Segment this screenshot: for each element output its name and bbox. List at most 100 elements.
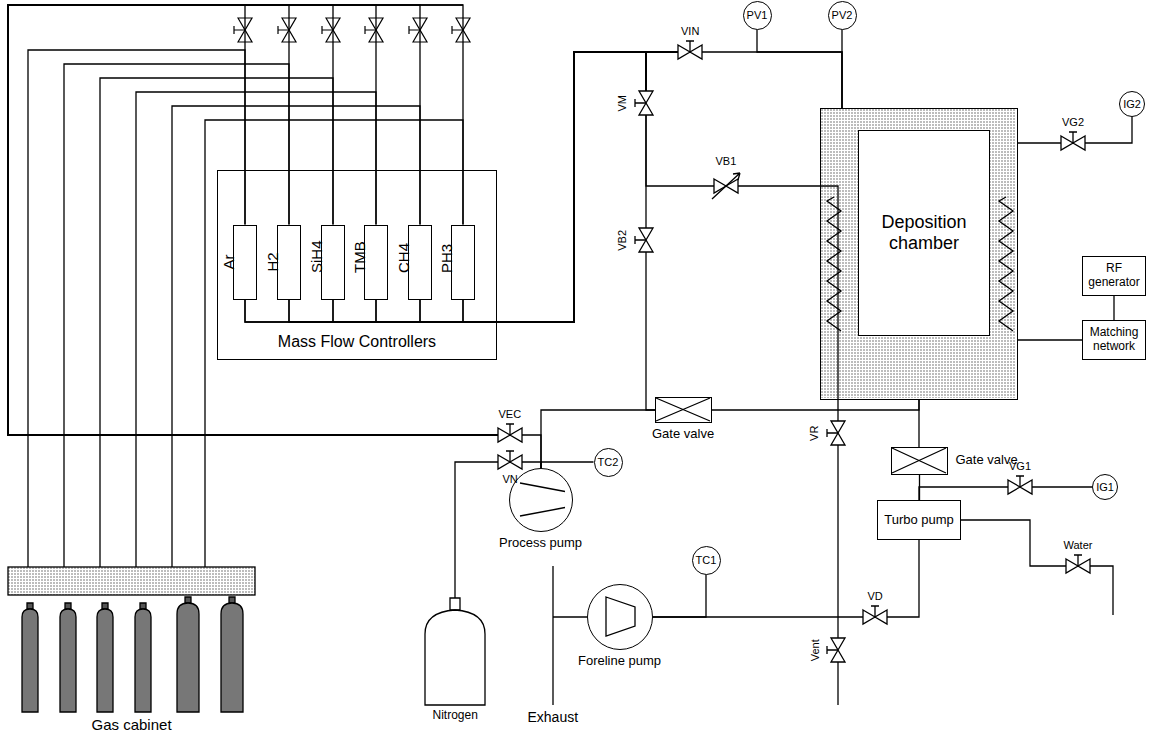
gas-cabinet: Gas cabinet (8, 567, 255, 712)
pipe-line (1018, 339, 1082, 340)
node-label: PV1 (747, 9, 768, 22)
node-label: VG1 (1009, 460, 1031, 473)
ion-gauge: IG2 (1119, 91, 1145, 117)
valve: VB2 (639, 228, 653, 252)
pipe-line (333, 52, 678, 322)
pipe-line (8, 5, 498, 435)
mass-flow-controller: SiH4 (321, 225, 345, 300)
node-label: VD (868, 590, 883, 603)
valve: VIN (678, 45, 702, 59)
node-label: TC1 (696, 554, 717, 567)
pipe-line (376, 52, 678, 322)
gate-cross (892, 448, 946, 473)
node-label: VM (616, 95, 629, 112)
pipe-line (918, 400, 919, 447)
ion-gauge: IG1 (1092, 474, 1118, 500)
gate-valve: Gate valve (891, 447, 948, 475)
variable-arrow (712, 173, 740, 199)
exhaust-line (552, 566, 553, 705)
pipe-line (1018, 142, 1061, 143)
pipe-line (64, 64, 289, 567)
pipe-line (837, 445, 838, 638)
cylinder-valve (229, 597, 235, 603)
node-label: Vent (808, 639, 821, 661)
mfc-panel: Mass Flow ControllersArH2SiH4TMBCH4PH3 (217, 170, 497, 360)
chamber-wall (821, 109, 1016, 398)
pressure-gauge: PV2 (828, 1, 857, 30)
mass-flow-controller: TMB (364, 225, 388, 300)
compressor-mark (520, 483, 565, 516)
pipe-line (8, 5, 498, 435)
valve-handle (278, 26, 289, 34)
valve-handle (322, 26, 333, 34)
node-label: Deposition chamber (858, 130, 990, 336)
pipe-line (420, 52, 646, 322)
node-label: SiH4 (307, 251, 336, 273)
valve-handle (409, 26, 420, 34)
node-label: TC2 (598, 456, 619, 469)
symbol (831, 638, 845, 662)
valve-handle (635, 236, 646, 244)
mass-flow-controller: H2 (277, 225, 301, 300)
valve-handle (365, 26, 376, 34)
node-label: Gas cabinet (92, 716, 172, 733)
gate-cross (656, 398, 710, 421)
gate-valve: Gate valve (655, 397, 712, 423)
node-label: Water (1064, 539, 1093, 552)
cylinder-valve (27, 603, 33, 609)
cylinder-valve (65, 603, 71, 609)
pipe-line (1085, 117, 1132, 143)
pipe-line (1113, 296, 1114, 320)
manifold-valve (322, 18, 340, 42)
symbol (714, 179, 738, 193)
node-label: Process pump (499, 536, 582, 551)
symbol (639, 91, 653, 115)
pipe-line (887, 540, 919, 617)
node-label: CH4 (394, 251, 423, 273)
node-label: TMB (350, 251, 379, 273)
valve-handle (1016, 476, 1024, 487)
node-label: PH3 (437, 251, 466, 273)
pipe-line (8, 5, 498, 435)
node-label: VB1 (716, 155, 737, 168)
manifold-valve (409, 18, 427, 42)
node-label: Mass Flow Controllers (218, 333, 496, 351)
outlet-label: Exhaust (528, 709, 579, 725)
valve-handle (635, 99, 646, 107)
manifold-valve (452, 18, 470, 42)
pipe-line (522, 435, 541, 468)
pipe-line (646, 115, 714, 186)
pipe-line (646, 252, 655, 410)
thermocouple-gauge: TC1 (692, 546, 721, 575)
mass-flow-controller: Ar (233, 225, 257, 300)
symbol (892, 448, 946, 473)
node-label: Nitrogen (433, 709, 478, 723)
cylinder-valve (102, 603, 108, 609)
heater-coil (999, 197, 1013, 331)
symbol (8, 567, 255, 712)
node-label: Ar (219, 251, 248, 273)
turbo-pump: Turbo pump (877, 500, 961, 540)
node-label: Turbo pump (884, 513, 954, 528)
bottle-neck (450, 598, 460, 610)
valve: VG1 (1008, 480, 1032, 494)
pipe-line (712, 400, 919, 410)
gas-cylinder (60, 609, 76, 712)
pipe-line (376, 52, 646, 322)
pipe-line (653, 575, 706, 618)
symbol (678, 45, 702, 59)
symbol (1061, 136, 1085, 150)
symbol (831, 421, 845, 445)
vent-line (837, 662, 838, 705)
manifold-valve (278, 18, 296, 42)
water-line (1090, 566, 1113, 615)
node-label: VR (808, 425, 821, 440)
node-label: VN (503, 473, 518, 486)
gas-cylinder (177, 603, 199, 712)
node-label: RF generator (1086, 262, 1142, 290)
nitrogen-bottle: Nitrogen (425, 598, 485, 705)
pipe-line (961, 520, 1066, 566)
pipe-line (702, 52, 842, 108)
cylinder-valve (140, 603, 146, 609)
